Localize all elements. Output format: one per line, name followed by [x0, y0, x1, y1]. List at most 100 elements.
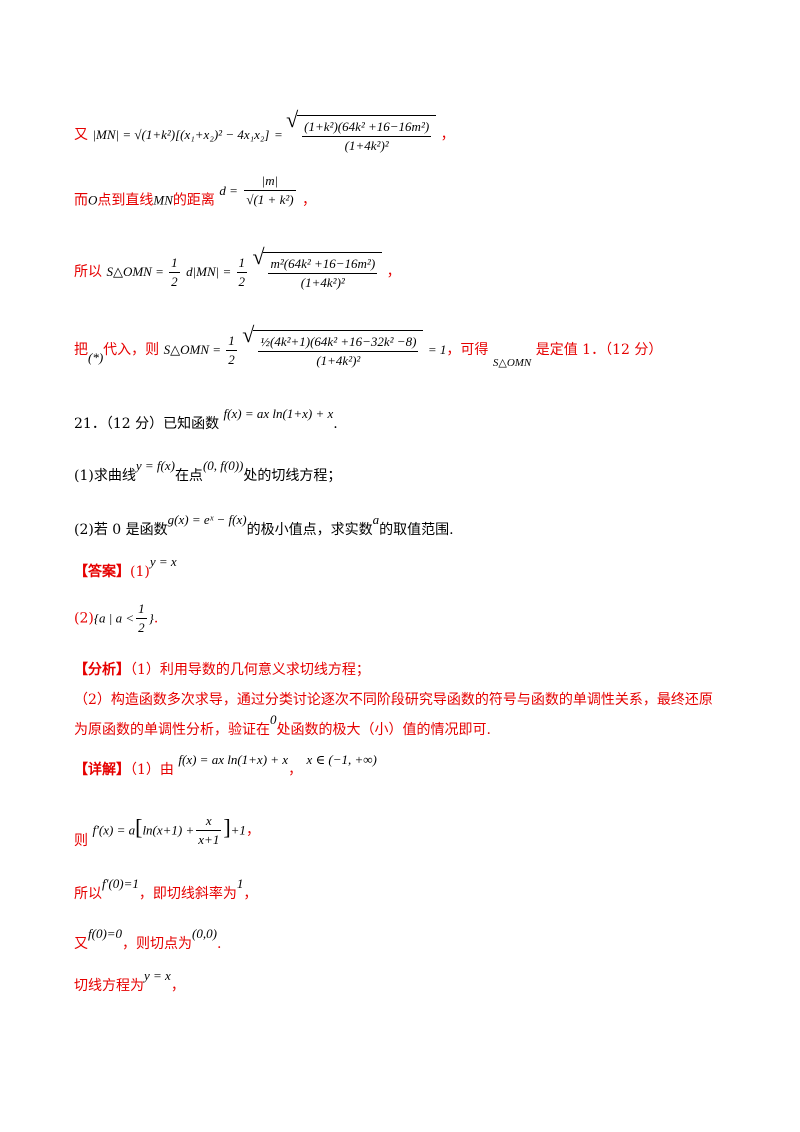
math-expr: y = x: [144, 968, 171, 983]
text: （1）利用导数的几何意义求切线方程；: [130, 662, 370, 678]
sqrt: m²(64k² +16−16m²)(1+4k²)²: [252, 247, 383, 292]
math-expr: (0,0): [192, 926, 217, 941]
fraction-numerator: x: [196, 812, 222, 831]
fraction-denominator: (1+4k²)²: [344, 138, 389, 153]
text: (2)若 0 是函数: [74, 522, 168, 538]
fraction-denominator: 2: [138, 620, 145, 635]
text: 是定值 1．（12 分）: [535, 342, 663, 358]
fraction-numerator: 1: [169, 254, 180, 273]
text: 把: [74, 342, 88, 358]
text: （1）由: [130, 762, 174, 778]
math-expr: ln(x+1) +: [142, 822, 195, 838]
text: 则: [74, 832, 88, 849]
math-expr: g(x) = eˣ − f(x): [167, 512, 247, 527]
punct: ，: [170, 978, 185, 994]
line-mn-length: 又 |MN| = √(1+k²)[(x₁+x₂)² − 4x₁x₂] = (1+…: [74, 110, 455, 155]
analysis-line-1: 【分析】（1）利用导数的几何意义求切线方程；: [74, 660, 370, 680]
fraction-denominator: √(1 + k²): [246, 192, 294, 207]
fraction-denominator: x+1: [198, 832, 220, 847]
detail-line-5: 切线方程为y = x，: [74, 968, 185, 996]
math-expr: d =: [219, 182, 238, 198]
punct: .: [216, 936, 222, 952]
answer-label: 【答案】: [74, 564, 130, 580]
math-expr: d|MN| =: [186, 264, 235, 279]
punct: ，: [245, 822, 260, 839]
text: （2）构造函数多次求导，通过分类讨论逐次不同阶段研究导函数的符号与函数的单调性关…: [74, 692, 713, 708]
math-expr: S△OMN =: [106, 264, 168, 279]
math-expr: 0: [270, 712, 277, 727]
math-expr: f(0)=0: [88, 926, 123, 941]
line-distance: 而O点到直线MN的距离 d = |m|√(1 + k²) ，: [74, 173, 317, 219]
punct: ，: [243, 886, 258, 902]
math-var: O: [88, 192, 98, 208]
question-21-part-1: (1)求曲线y = f(x)在点(0, f(0))处的切线方程；: [74, 458, 342, 486]
math-expr: S△OMN =: [163, 342, 225, 357]
punct: ，: [440, 127, 455, 143]
fraction-denominator: (1+4k²)²: [316, 353, 361, 368]
text: (1): [130, 564, 150, 580]
text: 处函数的极大（小）值的情况即可.: [276, 722, 491, 738]
analysis-line-2: （2）构造函数多次求导，通过分类讨论逐次不同阶段研究导函数的符号与函数的单调性关…: [74, 690, 713, 710]
math-expr: }: [148, 610, 154, 626]
punct: .: [153, 610, 159, 627]
text: (1)求曲线: [74, 468, 136, 484]
text: ，则切点为: [122, 936, 193, 952]
fraction-numerator: 1: [236, 254, 247, 273]
punct: .: [333, 416, 338, 432]
fraction-denominator: 2: [238, 273, 246, 289]
fraction-denominator: 2: [228, 351, 235, 367]
question-21-part-2: (2)若 0 是函数g(x) = eˣ − f(x)的极小值点，求实数a的取值范…: [74, 512, 454, 540]
math-expr: f(x) = ax ln(1+x) + x: [223, 406, 334, 421]
text: 所以: [74, 886, 102, 902]
answer-line-1: 【答案】(1)y = x: [74, 554, 177, 582]
detail-line-3: 所以f′(0)=1，即切线斜率为1，: [74, 876, 258, 904]
detail-label: 【详解】: [74, 762, 130, 778]
text: ，可得: [446, 342, 489, 358]
math-expr: f(x) = ax ln(1+x) + x: [178, 752, 289, 767]
question-21: 21．（12 分）已知函数 f(x) = ax ln(1+x) + x.: [74, 406, 338, 434]
sqrt: (1+k²)(64k² +16−16m²)(1+4k²)²: [286, 110, 437, 155]
text: 切线方程为: [74, 978, 144, 994]
line-area: 所以 S△OMN = 12 d|MN| = 12 m²(64k² +16−16m…: [74, 247, 401, 292]
fraction-denominator: 2: [171, 273, 178, 289]
fraction-numerator: ½(4k²+1)(64k² +16−32k² −8): [258, 333, 419, 352]
text: ，即切线斜率为: [138, 886, 237, 902]
math-expr: y = f(x): [135, 458, 175, 473]
math-expr: +1: [230, 822, 246, 838]
fraction-numerator: (1+k²)(64k² +16−16m²): [302, 118, 432, 137]
detail-line-1: 【详解】（1）由 f(x) = ax ln(1+x) + x， x ∈ (−1,…: [74, 752, 377, 778]
math-expr: f′(0)=1: [102, 876, 139, 891]
text: 处的切线方程；: [243, 468, 342, 484]
fraction-numerator: m²(64k² +16−16m²): [268, 255, 378, 274]
punct: ，: [302, 192, 317, 209]
analysis-label: 【分析】: [74, 662, 130, 678]
math-expr: {a | a <: [93, 610, 135, 626]
fraction: |m|√(1 + k²): [244, 172, 296, 209]
text: 又: [74, 127, 88, 143]
math-expr: (0, f(0)): [202, 458, 244, 473]
fraction-numerator: |m|: [244, 172, 296, 191]
math-var: a: [372, 512, 380, 527]
math-ref: (*): [88, 350, 104, 365]
sqrt: ½(4k²+1)(64k² +16−32k² −8)(1+4k²)²: [242, 325, 424, 370]
text: 的距离: [172, 192, 215, 209]
text: 在点: [174, 468, 203, 484]
text: 为原函数的单调性分析，验证在: [74, 722, 270, 738]
analysis-line-3: 为原函数的单调性分析，验证在0处函数的极大（小）值的情况即可.: [74, 712, 491, 740]
fraction-denominator: (1+4k²)²: [300, 275, 345, 290]
text: 而: [74, 192, 88, 209]
math-expr: |MN| = √(1+k²)[(x₁+x₂)² − 4x₁x₂]: [92, 127, 270, 142]
text: 的极小值点，求实数: [246, 522, 373, 538]
math-expr: y = x: [149, 554, 177, 569]
text: 所以: [74, 264, 102, 280]
line-substitute: 把(*)代入，则 S△OMN = 12 ½(4k²+1)(64k² +16−32…: [74, 325, 663, 370]
math-expr: S△OMN: [492, 357, 532, 369]
math-expr: 1: [236, 876, 244, 891]
